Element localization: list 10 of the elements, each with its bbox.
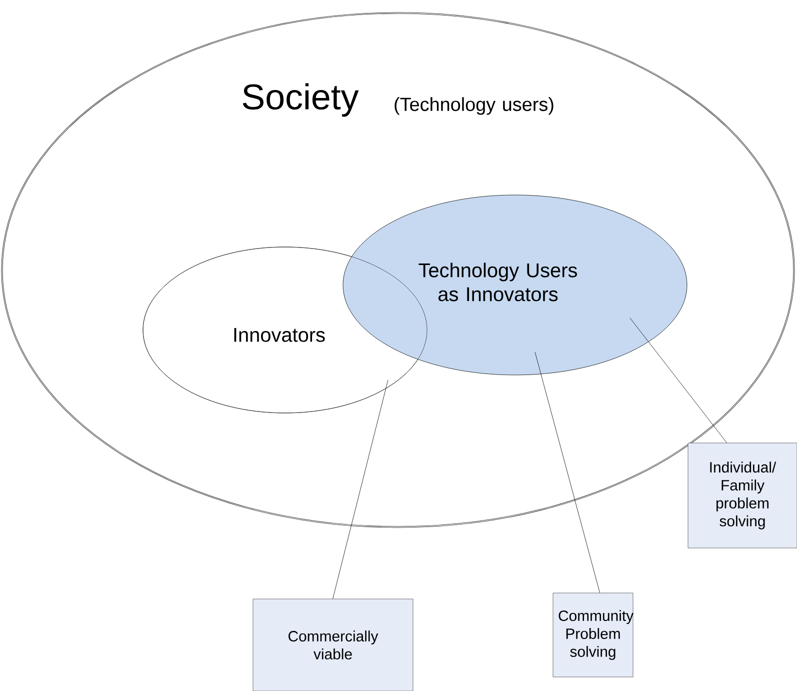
ellipse-label: Innovators <box>234 328 325 342</box>
leader-line <box>534 352 600 593</box>
label-box: Commercially viable <box>252 598 414 691</box>
label-box: Community Problem solving <box>552 592 634 678</box>
leader-line <box>630 318 727 443</box>
ellipse-label: Technology Users as Innovators <box>418 262 577 302</box>
label-box: Individual/ Family problem solving <box>688 442 797 548</box>
subheading: (Technology users) <box>394 97 554 115</box>
heading: Society <box>242 83 359 117</box>
leader-line <box>332 380 388 599</box>
